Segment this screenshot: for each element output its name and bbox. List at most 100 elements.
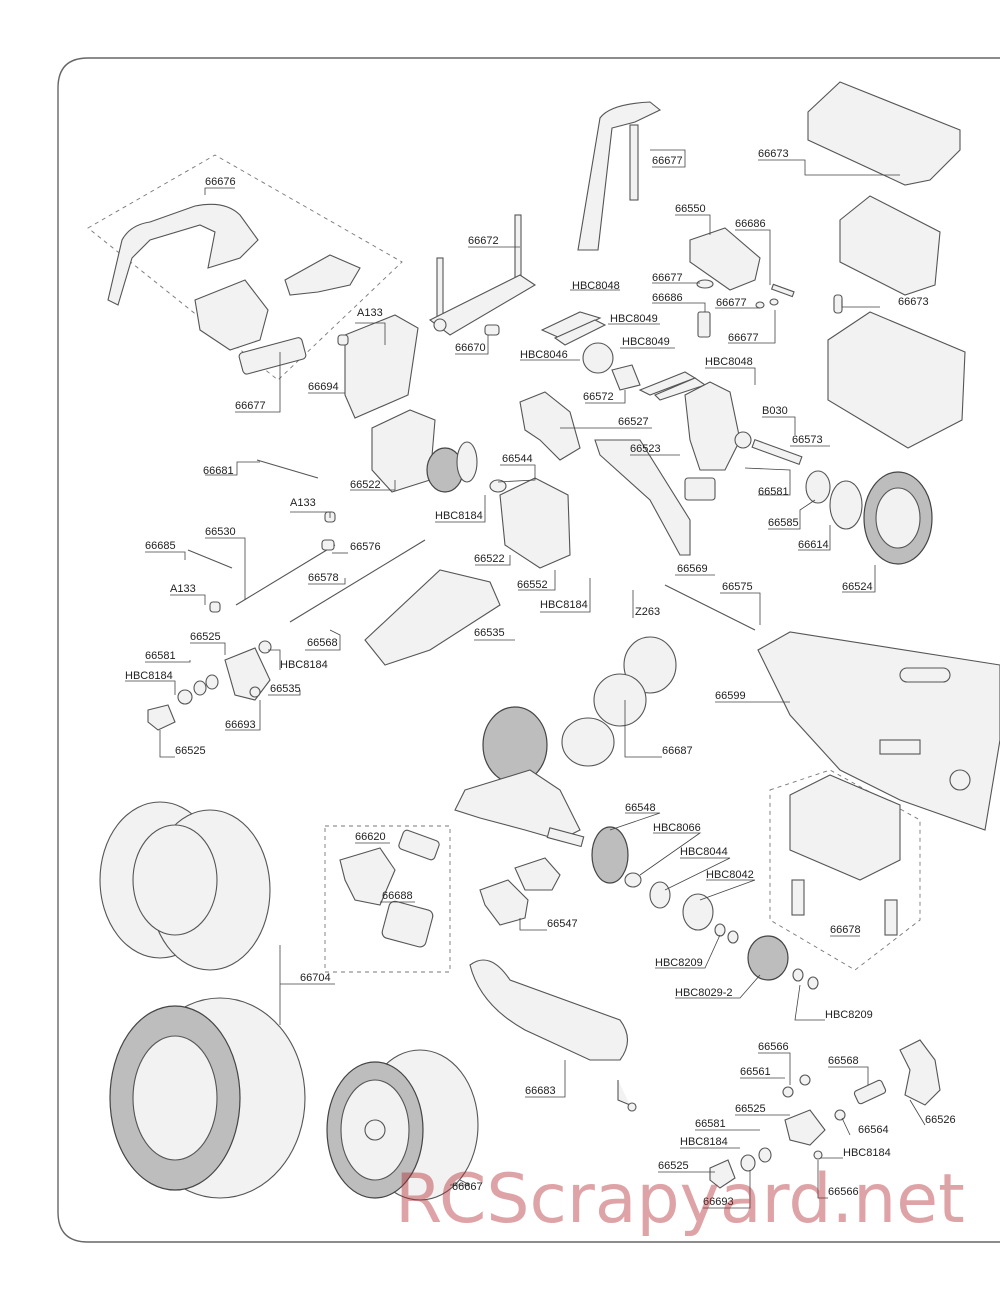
part-label: 66673 bbox=[898, 296, 929, 308]
part-label: 66673 bbox=[758, 148, 789, 160]
part-label: HBC8049 bbox=[622, 336, 670, 348]
part-label: 66676 bbox=[205, 176, 236, 188]
part-label: 66566 bbox=[828, 1186, 859, 1198]
part-label: 66678 bbox=[830, 924, 861, 936]
clutch-part bbox=[591, 826, 819, 990]
part-label: 66568 bbox=[828, 1055, 859, 1067]
part-label: 66525 bbox=[735, 1103, 766, 1115]
part-label: 66670 bbox=[455, 342, 486, 354]
wheel-part bbox=[326, 1049, 479, 1201]
rear-knuckle-part bbox=[709, 1039, 941, 1189]
part-label: 66677 bbox=[652, 272, 683, 284]
engine-mount-part bbox=[479, 857, 561, 926]
part-label: 66525 bbox=[658, 1160, 689, 1172]
part-label: 66530 bbox=[205, 526, 236, 538]
part-label: Z263 bbox=[635, 606, 660, 618]
part-label: 66581 bbox=[145, 650, 176, 662]
part-label: 66568 bbox=[307, 637, 338, 649]
part-label: 66576 bbox=[350, 541, 381, 553]
part-labels: 66676 66677 66672 66670 A133 66694 66677… bbox=[125, 148, 956, 1208]
part-label: HBC8048 bbox=[572, 280, 620, 292]
part-label: 66527 bbox=[618, 416, 649, 428]
intake-group-box bbox=[324, 825, 451, 973]
part-label: 66694 bbox=[308, 381, 339, 393]
part-label: 66672 bbox=[468, 235, 499, 247]
part-label: 66535 bbox=[270, 683, 301, 695]
top-plate-part bbox=[428, 214, 537, 336]
foam-insert-part bbox=[99, 801, 271, 971]
leader-lines bbox=[125, 149, 926, 1209]
part-label: B030 bbox=[762, 405, 788, 417]
receiver-box-part bbox=[807, 81, 966, 449]
part-label: HBC8049 bbox=[610, 313, 658, 325]
part-label: 66581 bbox=[695, 1118, 726, 1130]
fuel-tank-group-box bbox=[769, 769, 921, 971]
part-label: 66687 bbox=[662, 745, 693, 757]
chassis-plate-part bbox=[757, 631, 1000, 831]
part-label: 66688 bbox=[382, 890, 413, 902]
part-label: 66614 bbox=[798, 539, 829, 551]
part-label: 66575 bbox=[722, 581, 753, 593]
part-label: HBC8184 bbox=[435, 510, 483, 522]
part-label: 66526 bbox=[925, 1114, 956, 1126]
part-label: 66572 bbox=[583, 391, 614, 403]
part-label: 66681 bbox=[203, 465, 234, 477]
part-label: 66704 bbox=[300, 972, 331, 984]
part-label: 66599 bbox=[715, 690, 746, 702]
page-frame bbox=[57, 57, 1000, 1243]
part-label: HBC8184 bbox=[280, 659, 328, 671]
engine-part bbox=[454, 636, 677, 848]
part-label: 66581 bbox=[758, 486, 789, 498]
link-rods-part bbox=[187, 459, 756, 631]
part-label: 66573 bbox=[792, 434, 823, 446]
spur-gear-part bbox=[751, 438, 933, 565]
part-label: 66548 bbox=[625, 802, 656, 814]
part-label: 66523 bbox=[630, 443, 661, 455]
part-label: 66693 bbox=[225, 719, 256, 731]
part-label: HBC8184 bbox=[125, 670, 173, 682]
part-label: 66522 bbox=[350, 479, 381, 491]
exhaust-pipe-part bbox=[469, 959, 637, 1112]
part-label: 66585 bbox=[768, 517, 799, 529]
part-label: 66578 bbox=[308, 572, 339, 584]
part-label: HBC8209 bbox=[655, 957, 703, 969]
part-label: 66677 bbox=[716, 297, 747, 309]
part-label: 66569 bbox=[677, 563, 708, 575]
part-label: HBC8184 bbox=[540, 599, 588, 611]
lower-arm-part bbox=[364, 569, 501, 666]
part-label: 66522 bbox=[474, 553, 505, 565]
part-label: 66686 bbox=[735, 218, 766, 230]
part-label: 66677 bbox=[728, 332, 759, 344]
part-label: 66620 bbox=[355, 831, 386, 843]
part-label: A133 bbox=[290, 497, 316, 509]
gearbox-part bbox=[337, 314, 571, 569]
brake-links-part bbox=[540, 311, 707, 401]
watermark-text: RCScrapyard.net bbox=[395, 1160, 965, 1239]
part-label: 66550 bbox=[675, 203, 706, 215]
part-label: 66693 bbox=[703, 1196, 734, 1208]
front-bumper-part bbox=[107, 203, 361, 375]
part-label: 66564 bbox=[858, 1124, 889, 1136]
part-label: 66552 bbox=[517, 579, 548, 591]
part-label: 66685 bbox=[145, 540, 176, 552]
air-filter-part bbox=[339, 829, 440, 948]
part-label: HBC8048 bbox=[705, 356, 753, 368]
part-label: HBC8029-2 bbox=[675, 987, 732, 999]
part-label: 66686 bbox=[652, 292, 683, 304]
fuel-tank-part bbox=[789, 774, 901, 936]
part-label: HBC8209 bbox=[825, 1009, 873, 1021]
part-label: 66677 bbox=[235, 400, 266, 412]
part-label: 66547 bbox=[547, 918, 578, 930]
part-label: 66525 bbox=[175, 745, 206, 757]
part-label: 66683 bbox=[525, 1085, 556, 1097]
part-label: A133 bbox=[357, 307, 383, 319]
body-mount-part bbox=[577, 101, 662, 251]
part-label: HBC8046 bbox=[520, 349, 568, 361]
part-label: HBC8066 bbox=[653, 822, 701, 834]
part-label: 66525 bbox=[190, 631, 221, 643]
part-label: HBC8042 bbox=[706, 869, 754, 881]
tire-part bbox=[109, 997, 306, 1199]
part-label: HBC8184 bbox=[680, 1136, 728, 1148]
center-mount-part bbox=[519, 381, 752, 556]
